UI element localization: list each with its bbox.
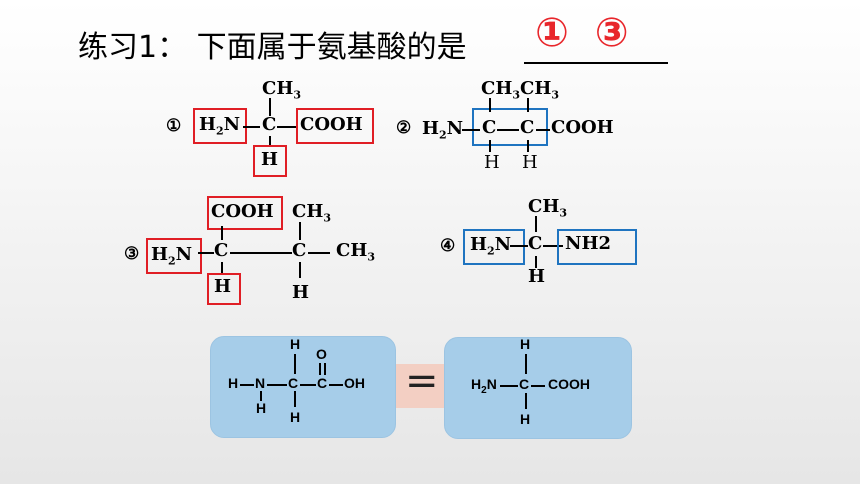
molecule-2-methyls: CH3CH3 bbox=[481, 78, 559, 102]
molecule-2-carbon-1: C bbox=[482, 117, 497, 138]
equals-sign: = bbox=[405, 358, 439, 404]
amino-group-highlight bbox=[146, 238, 202, 274]
glyc-amino: H2N bbox=[471, 376, 497, 396]
gly-nitrogen: N bbox=[255, 375, 266, 391]
molecule-3-carbon-1: C bbox=[214, 240, 229, 261]
molecule-3-carbon-2: C bbox=[292, 240, 307, 261]
molecule-1-hydrogen: H bbox=[261, 149, 279, 170]
answer-text: ① ③ bbox=[535, 10, 635, 56]
equals-box bbox=[396, 364, 444, 408]
molecule-4-amino2: NH2 bbox=[565, 233, 611, 254]
page-title: 练习1： 下面属于氨基酸的是 bbox=[78, 30, 467, 65]
answer-blank-line bbox=[524, 62, 668, 64]
hydrogen-highlight bbox=[253, 145, 287, 177]
molecule-4-amino2-highlight bbox=[557, 229, 637, 265]
molecule-1-carbon: C bbox=[262, 114, 277, 135]
molecule-4-carbon: C bbox=[528, 233, 543, 254]
gly-carbon-2: C bbox=[317, 375, 328, 391]
glyc-carboxyl: COOH bbox=[548, 376, 590, 392]
glyc-h-bottom: H bbox=[520, 411, 531, 427]
molecule-1-number: ① bbox=[166, 116, 182, 136]
molecule-3-hydrogen-2: H bbox=[292, 282, 310, 303]
glycine-condensed-card bbox=[444, 337, 632, 439]
glyc-carbon: C bbox=[519, 376, 530, 392]
molecule-2-highlight bbox=[472, 108, 548, 146]
gly-hydroxyl: OH bbox=[344, 375, 365, 391]
molecule-2-number: ② bbox=[396, 118, 412, 138]
glycine-full-structure-card bbox=[210, 336, 396, 438]
hydrogen-highlight bbox=[207, 273, 241, 305]
molecule-3-carboxyl: COOH bbox=[211, 201, 274, 222]
molecule-3-number: ③ bbox=[124, 244, 140, 264]
molecule-1-methyl: CH3 bbox=[262, 78, 301, 102]
molecule-4-methyl: CH3 bbox=[528, 196, 567, 220]
molecule-2-amino: H2N bbox=[422, 118, 464, 142]
molecule-3-hydrogen-1: H bbox=[214, 276, 232, 297]
molecule-3-methyl-top: CH3 bbox=[292, 201, 331, 225]
carboxyl-group-highlight bbox=[207, 196, 283, 230]
molecule-2-hydrogen-1: H bbox=[484, 152, 500, 173]
molecule-1-amino: H2N bbox=[199, 114, 241, 138]
molecule-1-carboxyl: COOH bbox=[300, 114, 363, 135]
molecule-2-carbon-2: C bbox=[520, 117, 535, 138]
carboxyl-group-highlight bbox=[296, 108, 374, 144]
gly-h-nitrogen: H bbox=[256, 400, 267, 416]
molecule-2-carboxyl: COOH bbox=[551, 117, 614, 138]
molecule-2-hydrogen-2: H bbox=[522, 152, 538, 173]
molecule-4-amino-highlight bbox=[463, 229, 525, 265]
glyc-h-top: H bbox=[520, 336, 531, 352]
gly-oxygen: O bbox=[316, 346, 327, 362]
gly-h-bottom: H bbox=[290, 409, 301, 425]
molecule-3-methyl-right: CH3 bbox=[336, 240, 375, 264]
gly-carbon-1: C bbox=[288, 375, 299, 391]
gly-h-top: H bbox=[290, 336, 301, 352]
molecule-4-number: ④ bbox=[440, 236, 456, 256]
molecule-3-amino: H2N bbox=[151, 244, 193, 268]
molecule-4-amino: H2N bbox=[470, 234, 512, 258]
molecule-4-hydrogen: H bbox=[528, 266, 546, 287]
gly-h-left: H bbox=[228, 375, 239, 391]
